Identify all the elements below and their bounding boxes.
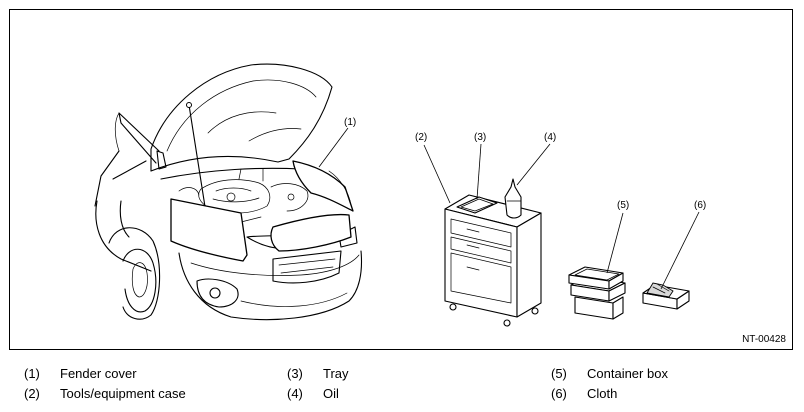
callout-2: (2)	[415, 132, 427, 143]
legend: (1) Fender cover (2) Tools/equipment cas…	[0, 362, 804, 412]
legend-number: (6)	[551, 386, 567, 401]
legend-number: (1)	[24, 366, 40, 381]
container-box-illustration	[568, 266, 626, 320]
legend-label: Oil	[323, 386, 339, 401]
legend-number: (3)	[287, 366, 303, 381]
callout-5: (5)	[617, 200, 629, 211]
tools-equipment-case-illustration	[444, 178, 542, 327]
legend-number: (4)	[287, 386, 303, 401]
figure-id: NT-00428	[742, 334, 786, 345]
legend-number: (5)	[551, 366, 567, 381]
legend-label: Cloth	[587, 386, 618, 401]
leader-lines	[318, 127, 700, 290]
callout-3: (3)	[474, 132, 486, 143]
legend-label: Tools/equipment case	[60, 386, 186, 401]
legend-label: Tray	[323, 366, 349, 381]
legend-label: Fender cover	[60, 366, 137, 381]
callout-1: (1)	[344, 117, 356, 128]
callout-4: (4)	[544, 132, 556, 143]
car-illustration	[94, 63, 363, 321]
cloth-illustration	[642, 282, 690, 310]
illustration: (1) (2) (3) (4) (5) (6)	[94, 63, 706, 327]
legend-label: Container box	[587, 366, 668, 381]
figure-frame: (1) (2) (3) (4) (5) (6) NT-00428	[9, 9, 793, 350]
callout-6: (6)	[694, 200, 706, 211]
legend-number: (2)	[24, 386, 40, 401]
